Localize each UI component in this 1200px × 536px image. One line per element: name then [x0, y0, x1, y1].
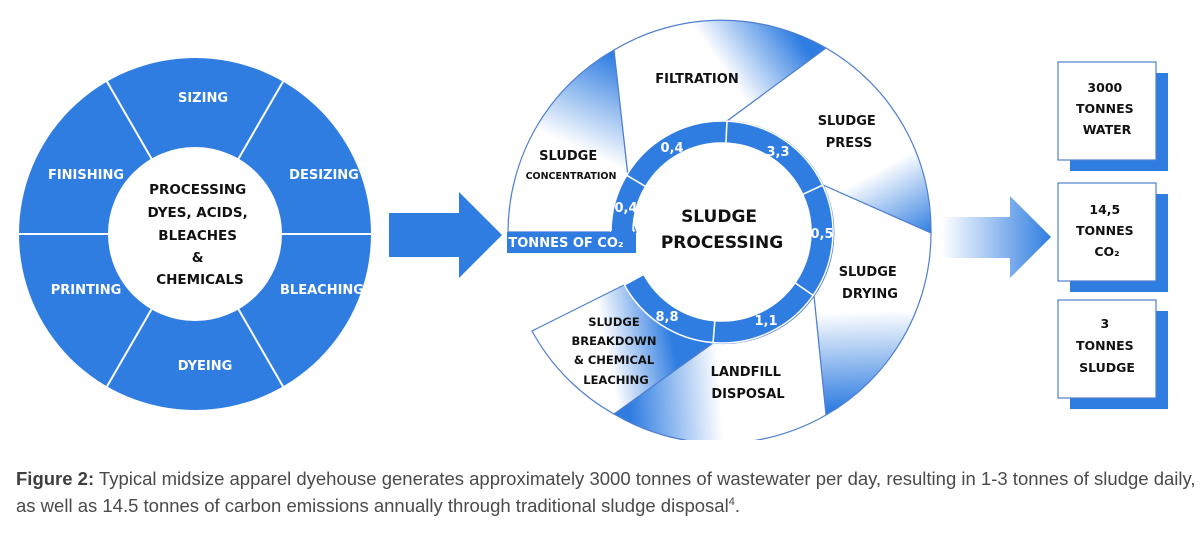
stage-line: SLUDGE — [588, 315, 640, 329]
wheel-dividers — [18, 80, 372, 388]
box-line: TONNES — [1076, 101, 1134, 116]
stage-line: LANDFILL — [711, 365, 781, 380]
box-line: TONNES — [1076, 223, 1134, 238]
stage-line: LEACHING — [583, 373, 649, 387]
processing-wheel-hub — [108, 147, 282, 321]
flow-arrow-icon — [389, 192, 502, 278]
center-line: & — [192, 250, 204, 266]
caption-footnote: 4 — [728, 495, 735, 508]
ring-value: 8,8 — [655, 310, 678, 325]
box-line: 3 — [1100, 316, 1109, 331]
segment-dyeing: DYEING — [178, 359, 233, 374]
box-face — [1057, 61, 1157, 161]
stage-petal — [612, 294, 827, 440]
box-line: SLUDGE — [1079, 360, 1135, 375]
ring-value: 0,4 — [614, 201, 637, 216]
stage-breakdown-leaching: SLUDGE BREAKDOWN & CHEMICAL LEACHING — [572, 315, 661, 387]
sludge-stage-petals — [507, 19, 932, 440]
center-line: DYES, ACIDS, — [148, 205, 248, 221]
stage-concentration: SLUDGE CONCENTRATION — [526, 145, 617, 182]
svg-text:14,5 TONNES CO: 14,5 TONNES CO₂ — [1076, 202, 1138, 259]
segment-bleaching: BLEACHING — [280, 283, 364, 298]
output-boxes: 3000 TONNES WATER 14,5 TONNES CO₂ 3 TONN… — [1057, 61, 1168, 409]
segment-sizing: SIZING — [178, 91, 228, 106]
box-face — [1057, 299, 1157, 399]
segment-printing: PRINTING — [51, 283, 122, 298]
sludge-processing-wheel: TONNES OF CO₂ 0,4 0,4 3,3 0,5 1,1 8,8 SL… — [507, 19, 932, 440]
box-line: WATER — [1083, 122, 1132, 137]
co2-ring — [610, 120, 834, 344]
box-line: TONNES — [1076, 338, 1134, 353]
stage-line: SLUDGE — [818, 114, 876, 129]
co2-unit-label: TONNES OF CO₂ — [508, 236, 623, 251]
stage-line: BREAKDOWN — [572, 334, 657, 348]
figure-caption: Figure 2: Typical midsize apparel dyehou… — [16, 465, 1196, 519]
caption-label: Figure 2: — [16, 468, 95, 489]
ring-value: 0,5 — [810, 227, 833, 242]
co2-unit-bar — [507, 232, 636, 253]
processing-wheel: PROCESSING DYES, ACIDS, BLEACHES & CHEMI… — [18, 58, 372, 410]
stage-line: PRESS — [826, 136, 873, 151]
segment-desizing: DESIZING — [289, 168, 359, 183]
ring-values: 0,4 0,4 3,3 0,5 1,1 8,8 — [614, 141, 833, 329]
stage-sludge-press: SLUDGE PRESS — [818, 114, 881, 151]
center-line: SLUDGE — [681, 207, 757, 227]
ring-segment — [623, 273, 716, 344]
output-arrow-icon — [942, 196, 1051, 278]
ring-value: 0,4 — [660, 141, 683, 156]
svg-text:3000 TONNES WA: 3000 TONNES WATER — [1076, 80, 1138, 137]
stage-line: & CHEMICAL — [574, 353, 655, 367]
center-line: PROCESSING — [149, 182, 246, 198]
segment-finishing: FINISHING — [48, 168, 124, 183]
box-line: 14,5 — [1089, 202, 1120, 217]
stage-line: FILTRATION — [655, 72, 738, 87]
center-line: PROCESSING — [661, 233, 783, 253]
ring-value: 1,1 — [754, 314, 777, 329]
stage-line: DISPOSAL — [711, 387, 784, 402]
processing-wheel-center-label: PROCESSING DYES, ACIDS, BLEACHES & CHEMI… — [148, 182, 253, 288]
center-line: CHEMICALS — [156, 272, 244, 288]
svg-text:3 TONNES SLUDG: 3 TONNES SLUDGE — [1076, 316, 1138, 375]
ring-value: 3,3 — [766, 145, 789, 160]
dyehouse-sludge-diagram: PROCESSING DYES, ACIDS, BLEACHES & CHEMI… — [18, 19, 1168, 440]
box-face — [1057, 182, 1157, 282]
sludge-center-label: SLUDGE PROCESSING — [661, 207, 783, 253]
center-line: BLEACHES — [158, 228, 237, 244]
output-box-water: 3000 TONNES WATER — [1057, 61, 1168, 171]
box-line: 3000 — [1087, 80, 1122, 95]
stage-filtration: FILTRATION — [655, 72, 738, 87]
caption-text: Typical midsize apparel dyehouse generat… — [16, 468, 1196, 516]
stage-sludge-drying: SLUDGE DRYING — [839, 265, 902, 302]
output-box-sludge: 3 TONNES SLUDGE — [1057, 299, 1168, 409]
stage-line: SLUDGE — [539, 149, 597, 164]
stage-line: CONCENTRATION — [526, 171, 617, 182]
stage-line: DRYING — [842, 287, 898, 302]
box-line: CO₂ — [1094, 244, 1119, 259]
stage-line: SLUDGE — [839, 265, 897, 280]
caption-end: . — [734, 495, 740, 516]
stage-landfill-disposal: LANDFILL DISPOSAL — [711, 365, 786, 402]
output-box-co2: 14,5 TONNES CO₂ — [1057, 182, 1168, 292]
